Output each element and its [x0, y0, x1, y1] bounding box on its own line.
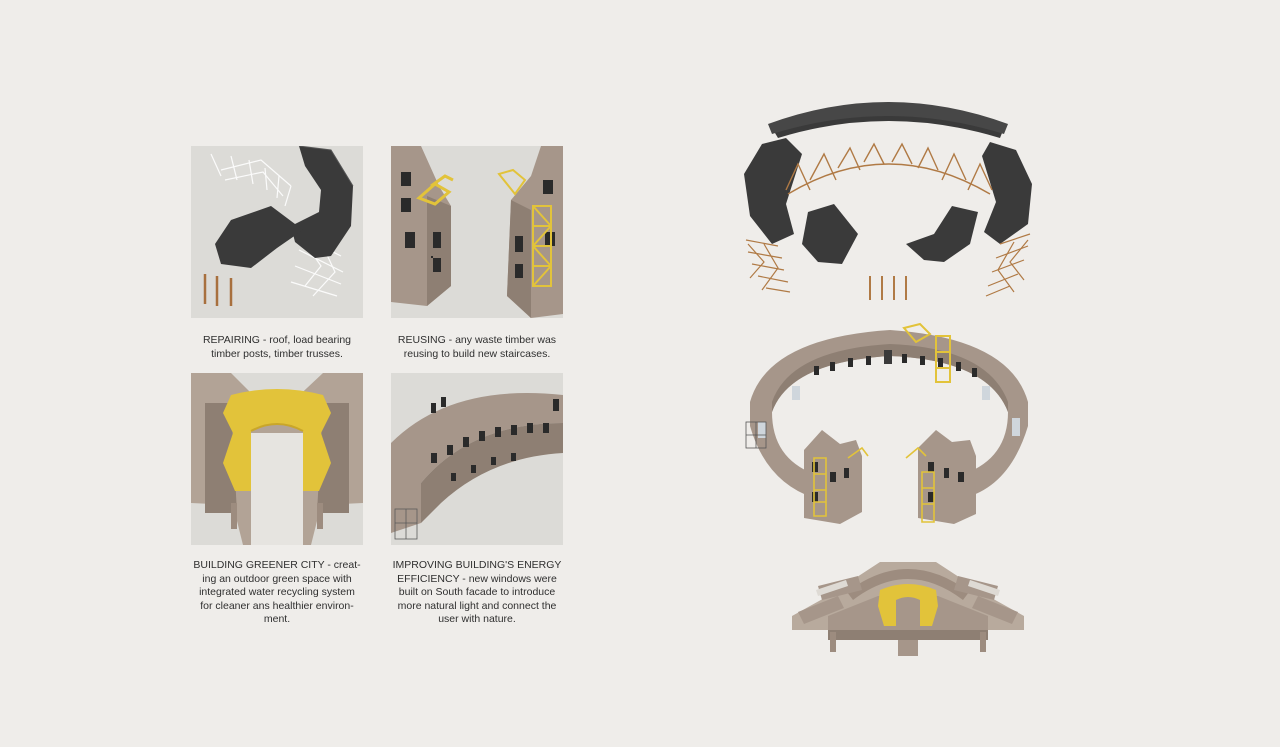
green-space-illustration — [191, 373, 363, 545]
ground-exploded-drawing — [792, 562, 1024, 656]
ground-layer — [788, 556, 1028, 660]
roof-exploded-drawing — [744, 102, 1032, 300]
energy-panel — [391, 373, 563, 545]
walls-layer — [744, 322, 1034, 526]
greener-caption: BUILDING GREENER CITY - creat- ing an ou… — [193, 559, 361, 625]
roof-repair-illustration — [203, 146, 354, 306]
repairing-panel — [191, 146, 363, 318]
greener-panel — [191, 373, 363, 545]
repairing-caption: REPAIRING - roof, load bearing timber po… — [202, 334, 352, 360]
reusing-caption: REUSING - any waste timber was reusing t… — [397, 334, 557, 360]
walls-exploded-drawing — [745, 322, 1028, 524]
ring-windows-illustration — [391, 393, 563, 540]
roof-layer — [738, 94, 1038, 304]
reusing-panel — [391, 146, 563, 318]
staircase-reuse-illustration — [391, 146, 563, 318]
energy-caption: IMPROVING BUILDING'S ENERGY EFFICIENCY -… — [392, 559, 562, 625]
